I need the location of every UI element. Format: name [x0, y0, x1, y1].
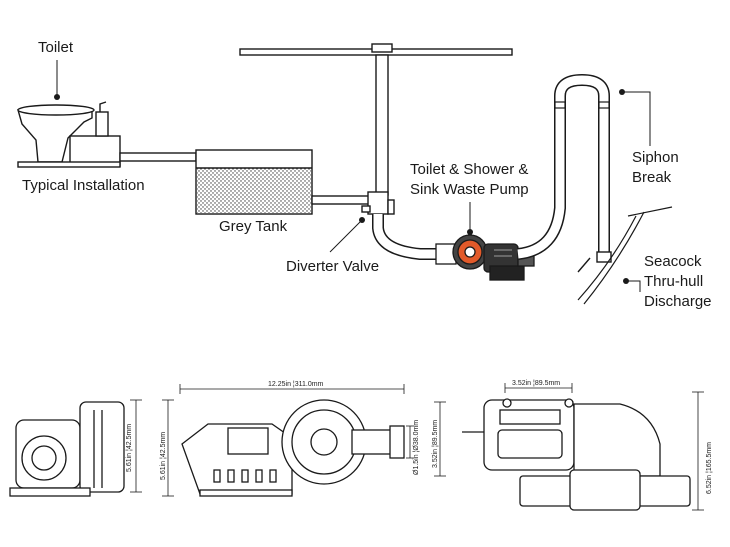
top-width-dim: 3.52in ¦89.5mm [512, 380, 560, 387]
port-diameter-dim: Ø1.5in ¦Ø38.0mm [413, 420, 420, 475]
toilet-label: Toilet [38, 39, 74, 56]
pipe-to-pump-fill [373, 214, 440, 259]
diverter-valve-label: Diverter Valve [286, 258, 380, 275]
leader-lines [329, 91, 651, 292]
pump-top-view [462, 398, 691, 511]
seacock-marker [623, 278, 629, 284]
pump-side-view [9, 401, 125, 497]
siphon-break-fittings [554, 101, 610, 109]
front-height-dimline [162, 399, 174, 497]
front-length-dimline [179, 384, 405, 394]
front-height-dim: 5.61in ¦42.5mm [160, 432, 167, 480]
seacock-drawing [577, 251, 612, 273]
siphon-label-line1: Siphon [632, 149, 679, 166]
grey-tank-label: Grey Tank [219, 218, 288, 235]
top-width-dimline [504, 383, 573, 393]
waterline [627, 206, 673, 217]
port-diameter-dimline [406, 425, 414, 459]
side-height-dim: 5.61in ¦42.5mm [126, 424, 133, 472]
front-length-dim: 12.25in ¦311.0mm [268, 381, 324, 388]
seacock-label-line3: Discharge [644, 293, 712, 310]
typical-installation-label: Typical Installation [22, 177, 145, 194]
side-height-dimline [130, 399, 142, 493]
discharge-pipe-fill [517, 75, 609, 259]
siphon-label-line2: Break [632, 169, 672, 186]
pump-drawing [435, 234, 535, 281]
seacock-label-line2: Thru-hull [644, 273, 704, 290]
top-height-right-dim: 6.52in ¦165.5mm [706, 442, 713, 494]
pump-marker [467, 229, 473, 235]
pump-front-view [181, 399, 405, 497]
top-height-left-dim: 3.52in ¦89.5mm [432, 420, 439, 468]
hull-line-inner [577, 215, 637, 301]
grey-tank-drawing [195, 149, 313, 215]
tank-outlet-pipe [311, 195, 375, 205]
pump-label-line1: Toilet & Shower & [410, 161, 529, 178]
toilet-tank-pipe [119, 152, 197, 162]
diverter-marker [359, 217, 365, 223]
seacock-label-line1: Seacock [644, 253, 702, 270]
toilet-drawing [17, 101, 121, 168]
diverter-valve-drawing [361, 191, 395, 215]
deck-vent-pipe [239, 43, 513, 196]
top-height-right-dimline [692, 391, 704, 511]
pump-label-line2: Sink Waste Pump [410, 181, 529, 198]
top-height-left-dimline [434, 401, 446, 477]
siphon-marker [619, 89, 625, 95]
hull-line-outer [583, 211, 645, 305]
